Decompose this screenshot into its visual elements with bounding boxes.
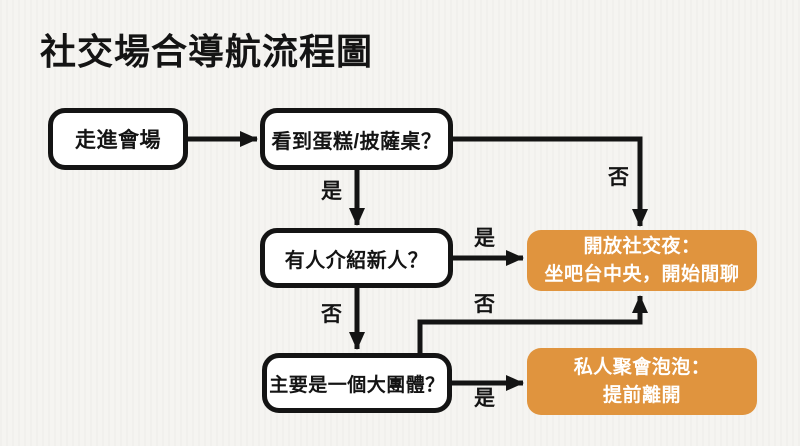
node-question-cake-pizza-table: 看到蛋糕/披薩桌？ <box>260 108 453 170</box>
outcome-open-social-line2: 坐吧台中央，開始閒聊 <box>544 263 740 285</box>
edge-label-cake-no: 否 <box>608 166 629 189</box>
edge-label-group-no: 否 <box>474 293 495 316</box>
edge-label-group-yes: 是 <box>474 387 495 410</box>
node-start: 走進會場 <box>48 108 188 170</box>
edge-label-intro-yes: 是 <box>474 227 495 250</box>
node-question-cake-label: 看到蛋糕/披薩桌？ <box>271 130 442 153</box>
node-question-one-big-group: 主要是一個大團體？ <box>262 353 452 413</box>
outcome-open-social-line1: 開放社交夜： <box>583 235 701 257</box>
node-outcome-open-social: 開放社交夜： 坐吧台中央，開始閒聊 <box>527 230 757 291</box>
node-question-intro-label: 有人介紹新人？ <box>284 249 429 272</box>
edge-group-no-to-open-social <box>417 295 648 353</box>
outcome-private-party-line2: 提前離開 <box>602 384 681 406</box>
node-question-introducing-people: 有人介紹新人？ <box>260 228 453 288</box>
edge-cake-no-to-open-social <box>453 136 648 227</box>
outcome-private-party-line1: 私人聚會泡泡： <box>573 356 711 378</box>
node-question-group-label: 主要是一個大團體？ <box>269 374 445 396</box>
node-outcome-private-party: 私人聚會泡泡： 提前離開 <box>527 348 757 415</box>
page-title: 社交場合導航流程圖 <box>40 31 374 72</box>
edge-label-cake-yes: 是 <box>321 180 342 203</box>
edge-label-intro-no: 否 <box>321 303 342 326</box>
node-start-label: 走進會場 <box>75 129 161 152</box>
